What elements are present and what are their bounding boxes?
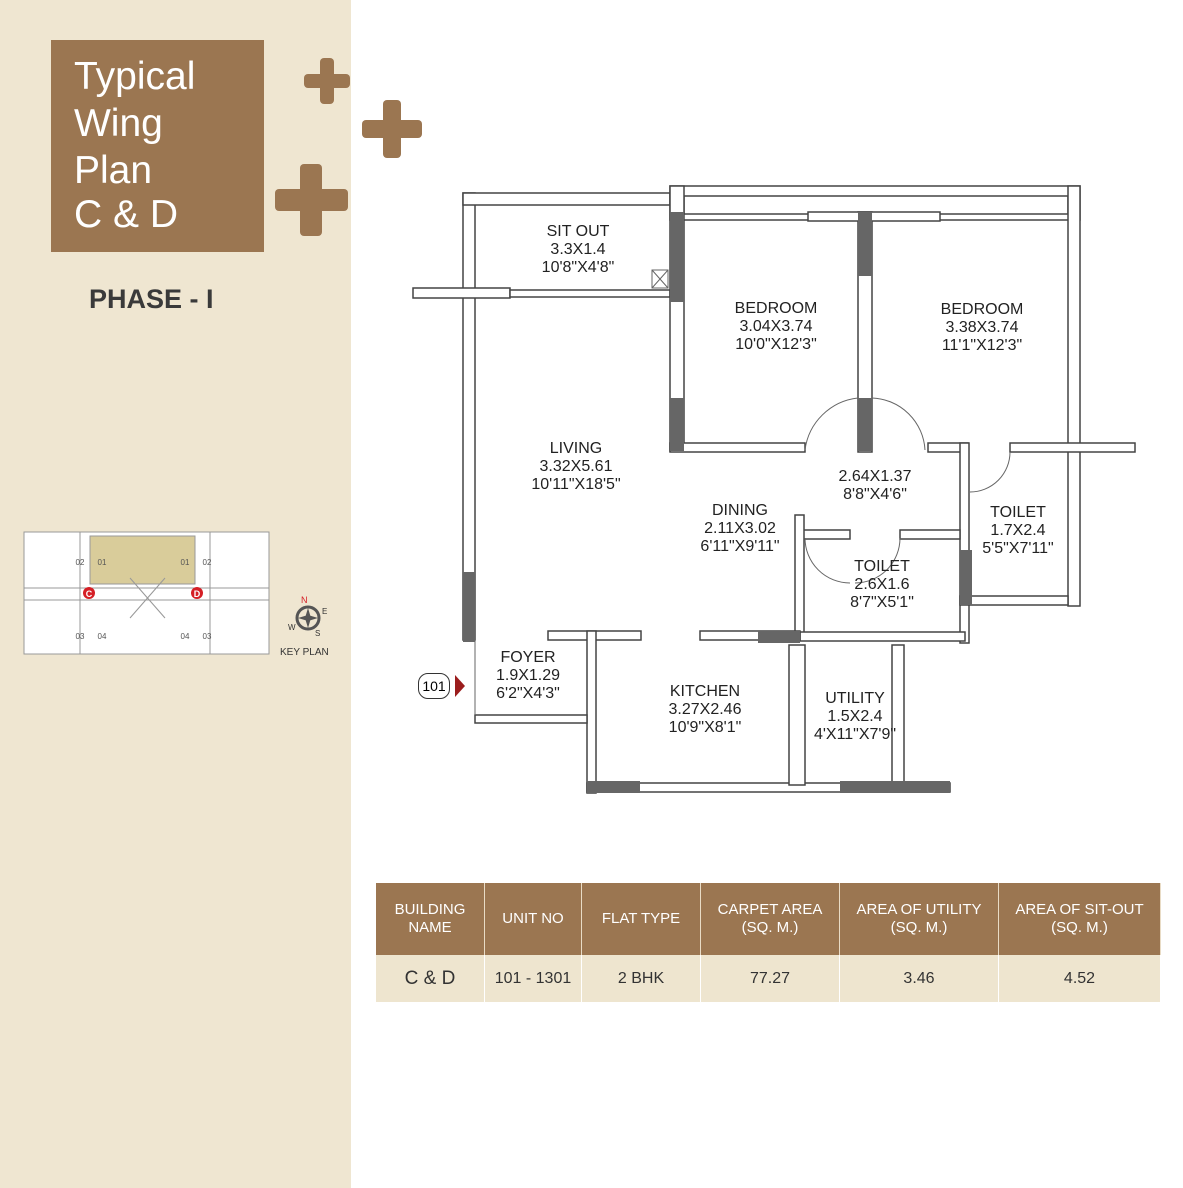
svg-text:02: 02 <box>203 558 212 567</box>
cell-unit-no: 101 - 1301 <box>484 955 582 1002</box>
cell-flat-type: 2 BHK <box>581 955 701 1002</box>
phase-label: PHASE - I <box>89 284 214 314</box>
table-row: C & D 101 - 1301 2 BHK 77.27 3.46 4.52 <box>376 955 1161 1002</box>
header-area-sitout: AREA OF SIT-OUT(SQ. M.) <box>998 883 1161 955</box>
marker-d <box>191 587 203 599</box>
title-line: Typical <box>74 55 196 98</box>
marker-c <box>83 587 95 599</box>
svg-text:03: 03 <box>203 632 212 641</box>
key-plan: 02 01 01 02 03 04 04 03 C D N E W S <box>23 531 327 655</box>
cell-utility-area: 3.46 <box>839 955 999 1002</box>
svg-text:N: N <box>301 595 308 605</box>
compass-icon: N E W S <box>288 595 327 638</box>
entry-arrow-icon <box>455 675 465 697</box>
svg-text:S: S <box>315 629 320 638</box>
cell-sitout-area: 4.52 <box>998 955 1161 1002</box>
svg-text:01: 01 <box>98 558 107 567</box>
title-box: Typical Wing Plan C & D <box>51 40 264 252</box>
svg-text:04: 04 <box>98 632 107 641</box>
svg-text:02: 02 <box>76 558 85 567</box>
header-carpet-area: CARPET AREA(SQ. M.) <box>700 883 840 955</box>
svg-text:W: W <box>288 623 296 632</box>
header-flat-type: FLAT TYPE <box>581 883 701 955</box>
cell-building: C & D <box>376 955 485 1002</box>
svg-text:C: C <box>86 589 93 599</box>
header-area-utility: AREA OF UTILITY(SQ. M.) <box>839 883 999 955</box>
svg-text:D: D <box>194 589 201 599</box>
header-unit-no: UNIT NO <box>484 883 582 955</box>
svg-text:04: 04 <box>181 632 190 641</box>
key-plan-label: KEY PLAN <box>280 647 329 658</box>
svg-text:03: 03 <box>76 632 85 641</box>
title-line: Plan <box>74 149 153 192</box>
title-line: Wing <box>74 102 163 145</box>
svg-text:E: E <box>322 607 327 616</box>
unit-number-tag: 101 <box>418 673 450 699</box>
title-line: C & D <box>74 193 179 236</box>
svg-text:01: 01 <box>181 558 190 567</box>
cell-carpet-area: 77.27 <box>700 955 840 1002</box>
